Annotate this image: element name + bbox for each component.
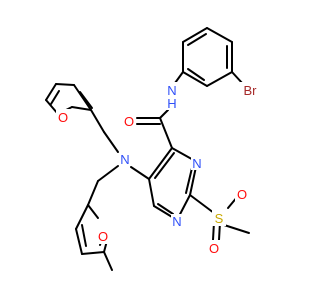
pyrimidine-n3-label: N [192, 156, 201, 171]
atom-label-n-pyr-top: N [191, 156, 203, 171]
amide-nitrogen-label: N [167, 83, 176, 98]
atom-label-nh: N H [166, 82, 178, 111]
carbonyl-ring-bond [159, 117, 173, 149]
bromine-label: Br [244, 83, 258, 98]
ring-amine-bond [130, 166, 150, 180]
sulfonyl-oxygen-bottom-label: O [209, 241, 219, 256]
amide-hydrogen-label: H [167, 96, 176, 111]
nh-aryl-bond [174, 71, 184, 84]
furan-bottom-oxygen-label: O [98, 229, 108, 244]
sulfur-label: S [215, 211, 224, 226]
carbonyl-oxygen-label: O [124, 114, 134, 129]
atom-label-n-pyr-bottom: N [171, 214, 183, 229]
pyrimidine-n1-label: N [172, 214, 181, 229]
amine-ch2-bottom [97, 165, 119, 182]
furan-ring-top [45, 83, 105, 133]
amide-cn-bond [159, 109, 169, 119]
c-s-bond [189, 194, 215, 214]
atom-label-o-furan2: O [96, 228, 110, 244]
bromophenyl-ring [182, 27, 233, 87]
amine-ch2-top [103, 131, 119, 153]
furan-top-oxygen-label: O [58, 110, 68, 125]
atom-label-o-furan1: O [56, 109, 70, 125]
atom-label-o-so2-top: O [235, 186, 249, 202]
furan-methyl-bond [103, 251, 113, 271]
molecule-structure: Br N H O N N N O O S O O [45, 27, 260, 271]
atom-label-s: S [212, 210, 226, 226]
atom-label-br: Br [240, 82, 260, 98]
amine-nitrogen-label: N [120, 152, 129, 167]
sulfonyl-oxygen-top-label: O [237, 187, 247, 202]
atom-label-o-so2-bottom: O [207, 240, 221, 256]
atom-label-n-amine: N [119, 152, 131, 167]
pyrimidine-ring [148, 147, 198, 221]
atom-label-o-carbonyl: O [122, 113, 136, 129]
